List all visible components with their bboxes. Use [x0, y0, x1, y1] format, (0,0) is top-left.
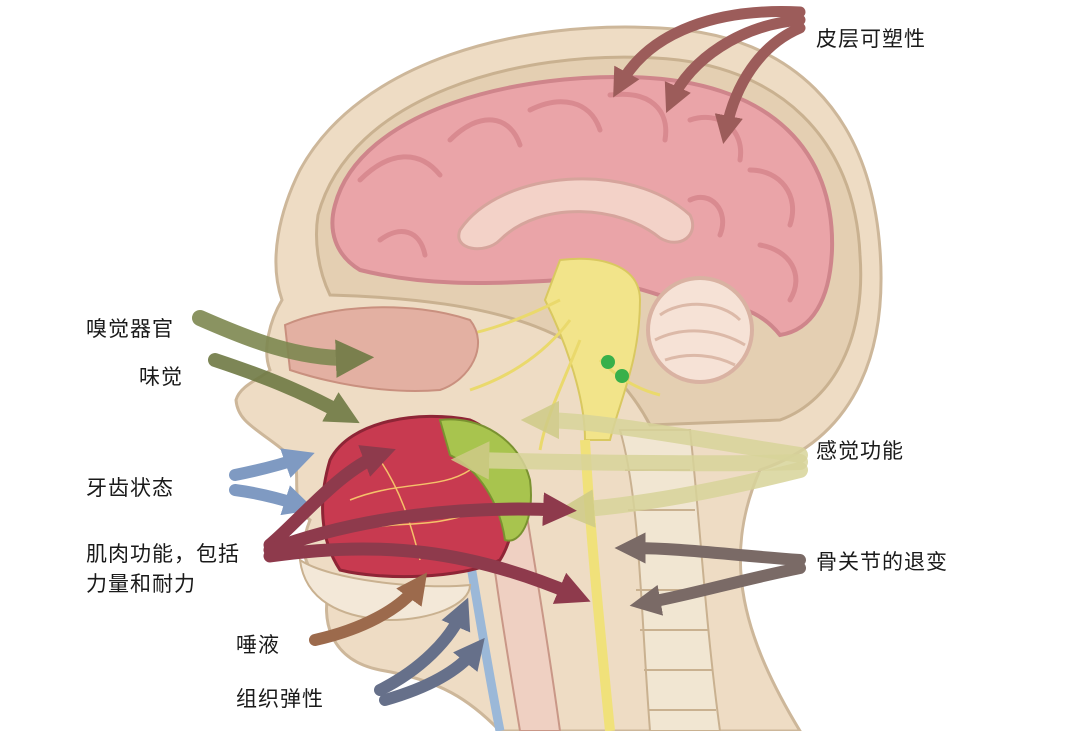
arrow-olfactory	[192, 310, 375, 378]
arrow-sensory-1	[520, 400, 808, 463]
label-muscle-function-line2: 力量和耐力	[86, 572, 196, 596]
arrow-plasticity-1	[613, 6, 806, 98]
arrow-muscle-3	[263, 542, 591, 604]
arrow-saliva	[309, 572, 428, 646]
label-tissue-elasticity: 组织弹性	[236, 687, 324, 711]
arrow-plasticity-3	[714, 22, 806, 145]
corpus-callosum	[457, 177, 695, 251]
arrow-sensory-3	[555, 462, 808, 528]
nerves	[419, 298, 661, 451]
arrow-dental-1	[229, 448, 315, 481]
arrow-muscle-2	[263, 492, 577, 557]
label-saliva: 唾液	[236, 633, 280, 657]
label-sensory-function: 感觉功能	[816, 439, 904, 463]
arrow-taste	[208, 353, 360, 424]
arrow-muscle-1	[263, 445, 396, 552]
arrow-bone-2	[629, 562, 806, 616]
arrow-plasticity-2	[664, 14, 806, 114]
arrow-tissue-1	[374, 597, 471, 696]
label-cortical-plasticity: 皮层可塑性	[816, 27, 926, 51]
brainstem	[543, 257, 642, 441]
label-bone-joint-degeneration: 骨关节的退变	[816, 550, 948, 574]
label-dental-state: 牙齿状态	[86, 476, 174, 500]
arrow-bone-1	[614, 532, 806, 566]
arrow-sensory-2	[450, 441, 808, 480]
label-taste: 味觉	[139, 365, 183, 389]
nasal-cavity	[283, 306, 480, 392]
label-olfactory-organ: 嗅觉器官	[86, 317, 174, 341]
spinal-cord	[580, 439, 615, 731]
label-muscle-function-line1: 肌肉功能，包括	[86, 542, 240, 566]
arrow-dental-2	[229, 484, 315, 516]
arrow-tissue-2	[379, 637, 485, 706]
